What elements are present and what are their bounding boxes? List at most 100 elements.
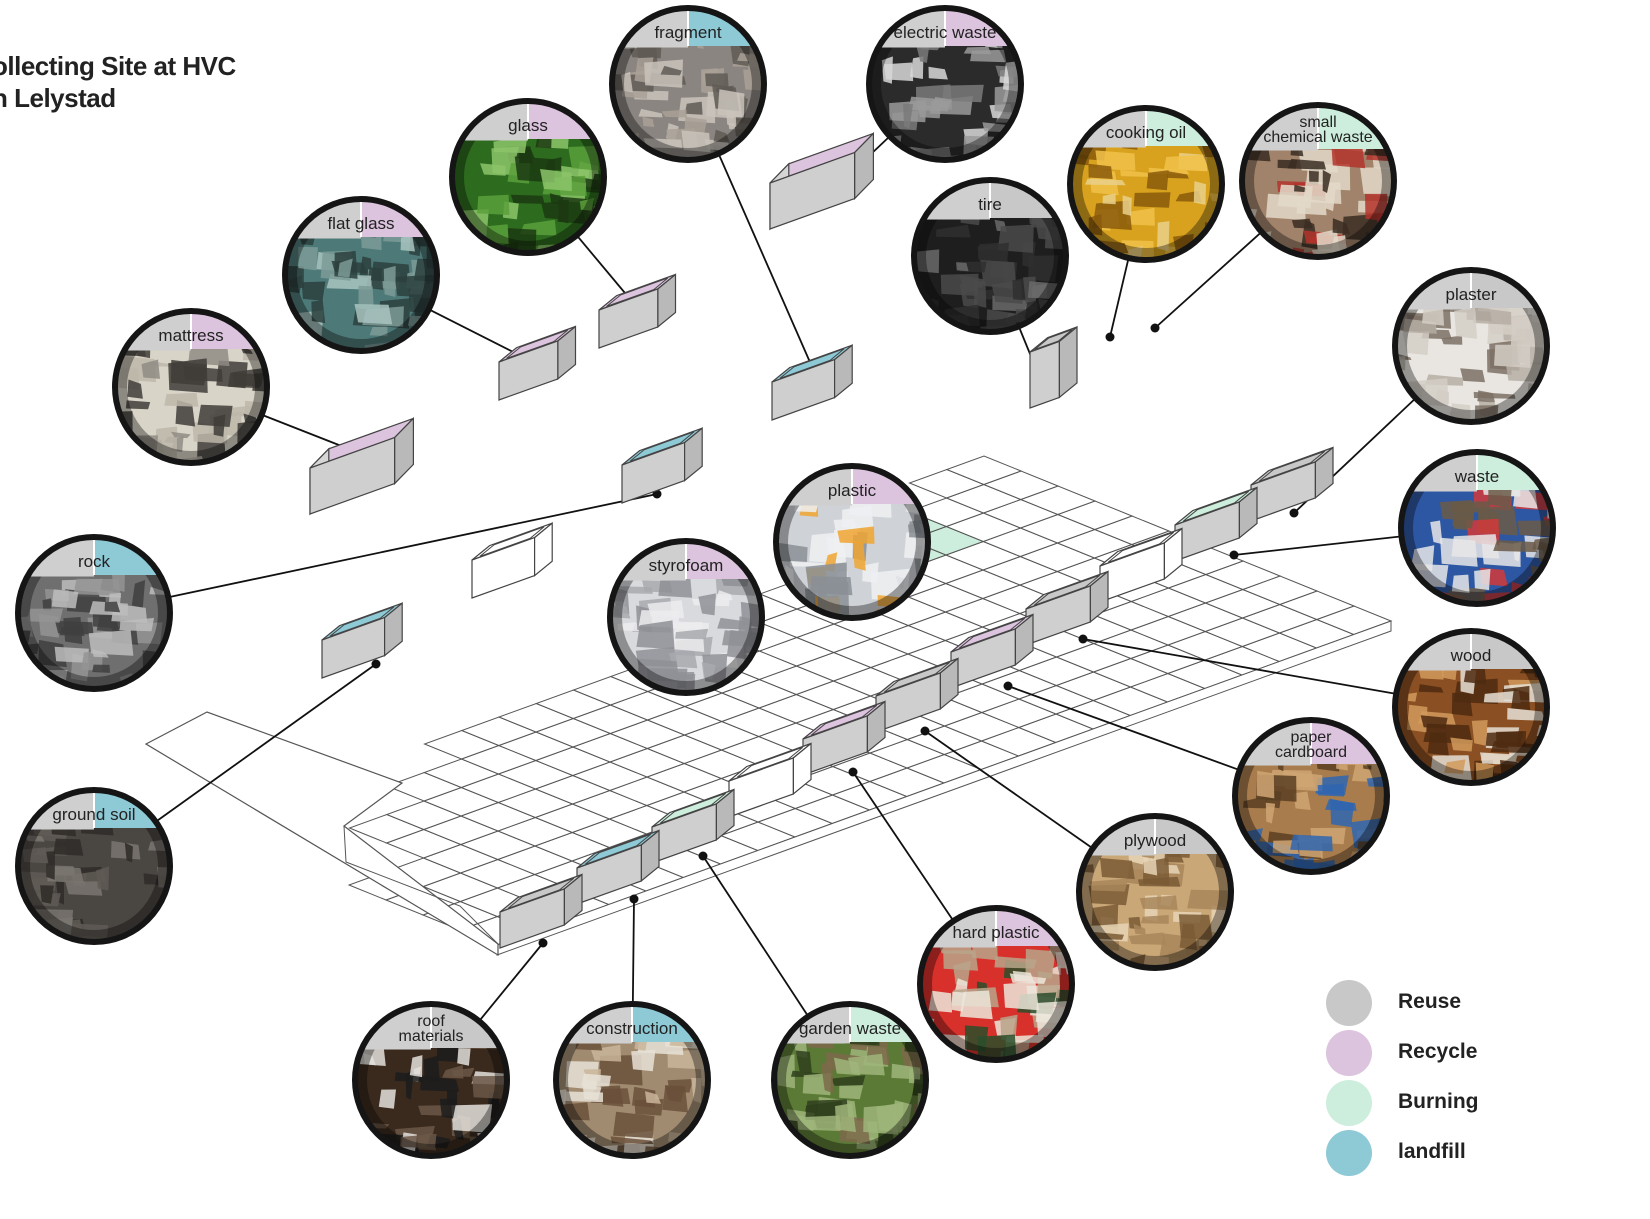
- container-rim: [507, 877, 575, 909]
- material-wood: wood: [1392, 628, 1550, 786]
- leader-line-plywood: [924, 730, 1094, 850]
- container-electric: [769, 131, 875, 231]
- material-ring: [1067, 105, 1225, 263]
- container-rim: [1107, 531, 1175, 563]
- container-rim: [584, 833, 652, 865]
- material-label-construction: construction: [586, 1019, 678, 1038]
- legend-label-reuse: Reuse: [1398, 990, 1462, 1013]
- leader-dot-roof-materials: [538, 938, 548, 948]
- material-label-electric-waste: electric waste: [894, 23, 997, 42]
- legend-item-recycle: Recycle: [1326, 1030, 1546, 1078]
- material-label-ground-soil: ground soil: [52, 805, 135, 824]
- material-ring: [911, 177, 1069, 335]
- title-line-1: ollecting Site at HVC: [0, 51, 236, 81]
- legend-item-burning: Burning: [1326, 1080, 1546, 1128]
- material-photo-plywood: [1079, 816, 1231, 968]
- container-front: [309, 436, 396, 515]
- material-label-garden-waste: garden waste: [799, 1019, 901, 1038]
- container-rim: [736, 746, 804, 778]
- diagram-title: ollecting Site at HVC n Lelystad: [0, 50, 236, 114]
- container-rim: [329, 606, 395, 637]
- leader-dot-plywood: [920, 726, 930, 736]
- container-plywood: [875, 657, 959, 733]
- container-side: [384, 601, 403, 657]
- leader-dot-hard-plastic: [848, 767, 858, 777]
- leader-line-cooking-oil: [1109, 257, 1130, 338]
- title-line-2: n Lelystad: [0, 83, 116, 113]
- container-rim: [1182, 490, 1250, 522]
- leader-line-rock: [168, 493, 658, 599]
- material-label-mattress: mattress: [158, 326, 223, 345]
- container-side: [557, 325, 577, 381]
- leader-dot-paper-cardboard: [1003, 681, 1013, 691]
- material-ring: [771, 1001, 929, 1159]
- container-side: [792, 742, 812, 796]
- container-side: [533, 521, 553, 577]
- material-ring: [15, 787, 173, 945]
- containers: [309, 131, 1334, 949]
- container-hardplastic: [802, 700, 886, 776]
- container-side: [1058, 325, 1078, 399]
- material-ring: [15, 534, 173, 692]
- container-rim: [479, 526, 545, 557]
- container-side: [866, 700, 886, 754]
- material-flat-glass: flat glass: [282, 196, 440, 354]
- material-photo-small-chemical-waste: [1242, 105, 1394, 257]
- material-ring: [449, 98, 607, 256]
- material-label-paper-cardboard: cardboard: [1275, 744, 1347, 761]
- material-label-paper-cardboard: paper: [1291, 729, 1333, 746]
- material-label-small-chemical-waste: chemical waste: [1263, 129, 1372, 146]
- leader-dot-small-chemical-waste: [1150, 323, 1160, 333]
- leader-dot-wood: [1078, 634, 1088, 644]
- reuse-swatch: [1326, 980, 1372, 1026]
- material-label-small-chemical-waste: small: [1299, 114, 1336, 131]
- material-ring: [866, 5, 1024, 163]
- container-rim: [779, 348, 845, 379]
- container-front: [769, 151, 856, 230]
- material-ring: [773, 463, 931, 621]
- material-label-waste: waste: [1454, 467, 1499, 486]
- material-ring: [112, 308, 270, 466]
- material-label-cooking-oil: cooking oil: [1106, 123, 1186, 142]
- material-ring: [1232, 717, 1390, 875]
- material-ring: [553, 1001, 711, 1159]
- container-empty-3: [728, 742, 812, 818]
- material-label-plywood: plywood: [1124, 831, 1186, 850]
- burning-swatch: [1326, 1080, 1372, 1126]
- material-label-wood: wood: [1450, 646, 1492, 665]
- leader-dot-plaster: [1289, 508, 1299, 518]
- leader-line-ground-soil: [155, 663, 377, 823]
- container-rock: [621, 426, 703, 504]
- leader-line-hard-plastic: [852, 771, 955, 922]
- material-styrofoam: styrofoam: [607, 538, 765, 696]
- material-ring: [609, 5, 767, 163]
- container-roof: [499, 873, 583, 949]
- material-mattress: mattress: [112, 308, 270, 466]
- material-label-plastic: plastic: [828, 481, 877, 500]
- material-glass: glass: [449, 98, 607, 256]
- container-rim: [1034, 329, 1073, 350]
- material-electric-waste: electric waste: [866, 5, 1024, 163]
- container-mattress: [309, 416, 414, 516]
- leader-line-small-chemical-waste: [1154, 231, 1263, 329]
- leader-line-roof-materials: [478, 942, 544, 1022]
- container-side: [1238, 486, 1258, 540]
- container-rim: [1258, 450, 1326, 482]
- leader-line-fragment: [717, 153, 821, 386]
- container-rim: [606, 277, 669, 307]
- container-rim: [659, 792, 727, 824]
- material-photo-mattress: [115, 311, 267, 463]
- material-label-tire: tire: [978, 195, 1002, 214]
- container-side: [657, 273, 677, 329]
- leader-dot-cooking-oil: [1105, 332, 1115, 342]
- material-ring: [352, 1001, 510, 1159]
- container-side: [640, 829, 660, 883]
- container-rim: [629, 431, 695, 462]
- container-side: [1314, 446, 1334, 500]
- legend-label-landfill: landfill: [1398, 1140, 1466, 1163]
- legend-item-landfill: landfill: [1326, 1130, 1546, 1178]
- material-ring: [282, 196, 440, 354]
- leader-line-construction: [631, 898, 635, 1005]
